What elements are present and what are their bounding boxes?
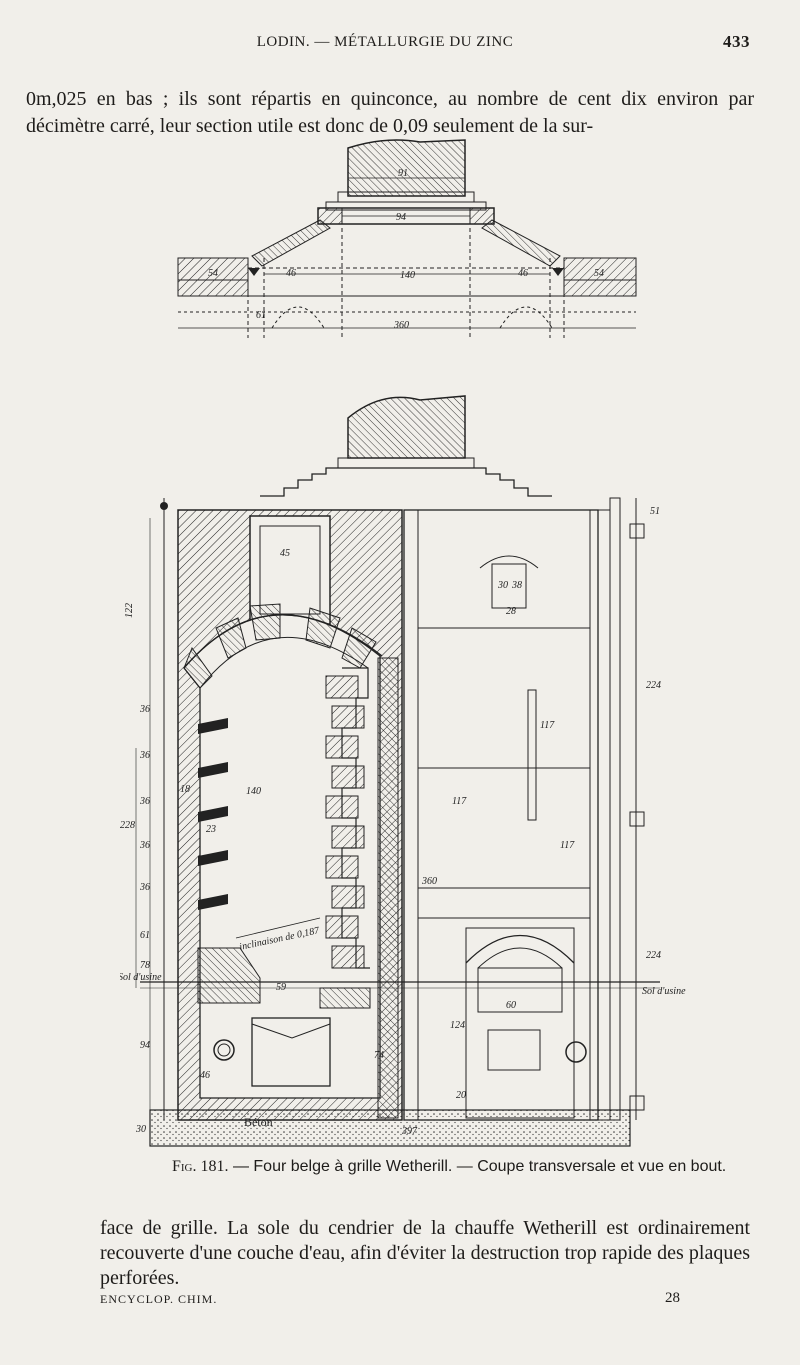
page-number: 433 xyxy=(723,32,750,51)
dim-140-top: 140 xyxy=(400,270,415,281)
figure-furnace: 91 94 54 54 46 46 140 61 360 xyxy=(120,128,800,1148)
footer: ENCYCLOP. CHIM. 28 xyxy=(100,1290,680,1310)
plan-view: 91 94 54 54 46 46 140 61 360 xyxy=(177,139,637,338)
dim-117-a: 117 xyxy=(540,720,555,731)
dim-91: 91 xyxy=(398,168,408,179)
dim-228: 228 xyxy=(120,820,135,831)
footer-sheet-number: 28 xyxy=(665,1290,680,1306)
dim-61-top: 61 xyxy=(256,310,266,321)
running-head: LODIN. — MÉTALLURGIE DU ZINC 433 xyxy=(20,30,750,56)
dim-36-c: 36 xyxy=(139,796,150,807)
dim-54-left: 54 xyxy=(208,268,218,279)
dim-36-d: 36 xyxy=(139,840,150,851)
dim-59: 59 xyxy=(276,982,286,993)
dim-36-e: 36 xyxy=(139,882,150,893)
dim-117-c: 117 xyxy=(560,840,575,851)
dim-46-c: 46 xyxy=(200,1070,210,1081)
footer-signature: ENCYCLOP. CHIM. xyxy=(100,1292,218,1306)
dim-46-right: 46 xyxy=(518,268,528,279)
dim-54-right: 54 xyxy=(594,268,604,279)
paragraph-bottom: face de grille. La sole du cendrier de l… xyxy=(100,1217,750,1289)
dim-45: 45 xyxy=(280,548,290,559)
label-sol-right: Sol d'usine xyxy=(642,986,686,997)
section-view: 45 122 30 38 28 224 224 117 117 117 36 3… xyxy=(120,395,686,1147)
dim-397: 397 xyxy=(401,1126,418,1137)
dim-36-a: 36 xyxy=(139,704,150,715)
dim-23: 23 xyxy=(206,824,216,835)
dim-61-b: 61 xyxy=(140,930,150,941)
dim-78: 78 xyxy=(140,960,150,971)
dim-94: 94 xyxy=(396,212,406,223)
label-beton: Béton xyxy=(244,1115,273,1129)
figure-caption: Fig. 181. — Four belge à grille Wetheril… xyxy=(172,1158,732,1176)
label-sol-left: Sol d'usine xyxy=(120,972,162,983)
dim-360-top: 360 xyxy=(393,320,409,331)
dim-224-bottom: 224 xyxy=(646,950,661,961)
caption-text: — Four belge à grille Wetherill. — Coupe… xyxy=(228,1158,727,1175)
dim-18: 18 xyxy=(180,784,190,795)
dim-30: 30 xyxy=(497,580,508,591)
dim-51: 51 xyxy=(650,506,660,517)
dim-20: 20 xyxy=(456,1090,466,1101)
dim-122: 122 xyxy=(124,603,135,618)
dim-140-b: 140 xyxy=(246,786,261,797)
caption-label: Fig. 181. xyxy=(172,1158,229,1175)
dim-38: 38 xyxy=(511,580,522,591)
dim-74: 74 xyxy=(374,1050,384,1061)
dim-124: 124 xyxy=(450,1020,465,1031)
dim-46-left: 46 xyxy=(286,268,296,279)
dim-360-b: 360 xyxy=(421,876,437,887)
dim-117-b: 117 xyxy=(452,796,467,807)
dim-94-b: 94 xyxy=(140,1040,150,1051)
furnace-drawing: 91 94 54 54 46 46 140 61 360 xyxy=(120,139,686,1147)
dim-30-b: 30 xyxy=(135,1124,146,1135)
paragraph-top: 0m,025 en bas ; ils sont répartis en qui… xyxy=(26,88,754,137)
running-title: LODIN. — MÉTALLURGIE DU ZINC xyxy=(256,34,514,50)
dim-60: 60 xyxy=(506,1000,516,1011)
dim-224-top: 224 xyxy=(646,680,661,691)
dim-36-b: 36 xyxy=(139,750,150,761)
dim-28: 28 xyxy=(506,606,516,617)
